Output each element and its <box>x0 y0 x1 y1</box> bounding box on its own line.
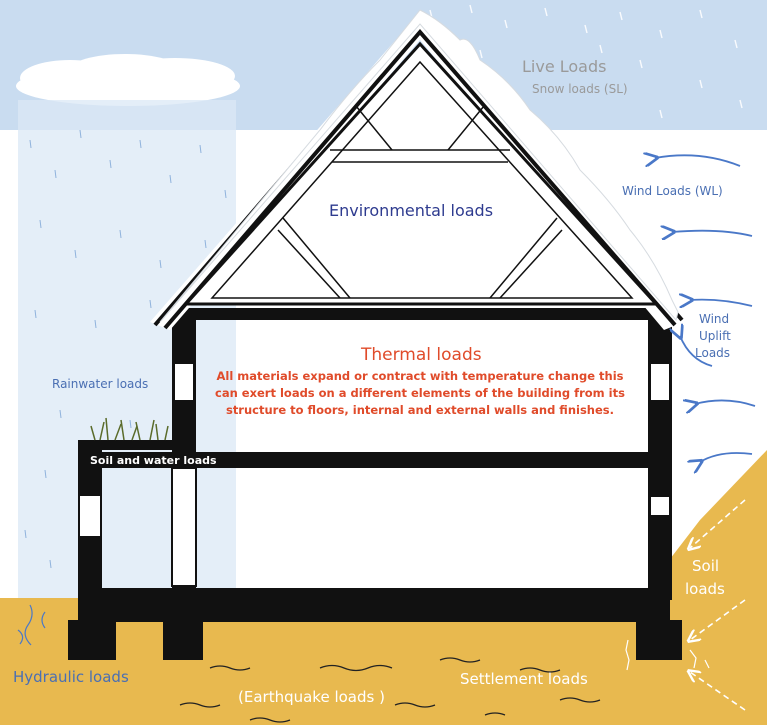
right-window-upper <box>651 364 669 400</box>
soil-and-water-loads-label: Soil and water loads <box>90 454 217 467</box>
ground-slab <box>78 588 670 622</box>
settlement-dashes <box>625 639 710 671</box>
wind-arrows <box>655 155 756 462</box>
rainwater-loads-label: Rainwater loads <box>52 377 149 391</box>
wind-uplift-label-line3: Loads <box>695 346 731 360</box>
roof-trusses <box>210 60 634 299</box>
thermal-loads-description: All materials expand or contract with te… <box>215 369 625 417</box>
wind-uplift-label-line1: Wind <box>699 312 730 326</box>
green-roof-plants <box>90 417 169 441</box>
soil-loads-label-line1: Soil <box>692 557 720 575</box>
footings <box>68 620 682 660</box>
hydraulic-scribbles <box>17 604 46 646</box>
wind-loads-label: Wind Loads (WL) <box>622 184 723 198</box>
annex-window <box>80 496 100 536</box>
wind-uplift-label-line2: Uplift <box>699 329 731 343</box>
intermediate-floor <box>102 452 672 468</box>
right-window-lower <box>651 497 669 515</box>
earthquake-loads-label: (Earthquake loads ) <box>238 688 385 706</box>
hydraulic-loads-label: Hydraulic loads <box>13 668 129 686</box>
thermal-loads-title: Thermal loads <box>361 345 482 365</box>
snow-loads-label: Snow loads (SL) <box>532 82 628 96</box>
left-window-upper <box>175 364 193 400</box>
left-inner-col <box>171 467 197 587</box>
ground-cracks <box>179 657 601 723</box>
soil-loads-label-line2: loads <box>685 580 725 598</box>
green-roof-soil <box>78 440 176 450</box>
rain-shaft <box>18 100 236 600</box>
environmental-loads-label: Environmental loads <box>329 201 494 220</box>
live-loads-label: Live Loads <box>522 57 607 76</box>
attic-floor <box>172 308 672 320</box>
soil-arrows <box>690 499 746 711</box>
rain-cloud <box>16 54 240 106</box>
settlement-loads-label: Settlement loads <box>460 670 588 688</box>
